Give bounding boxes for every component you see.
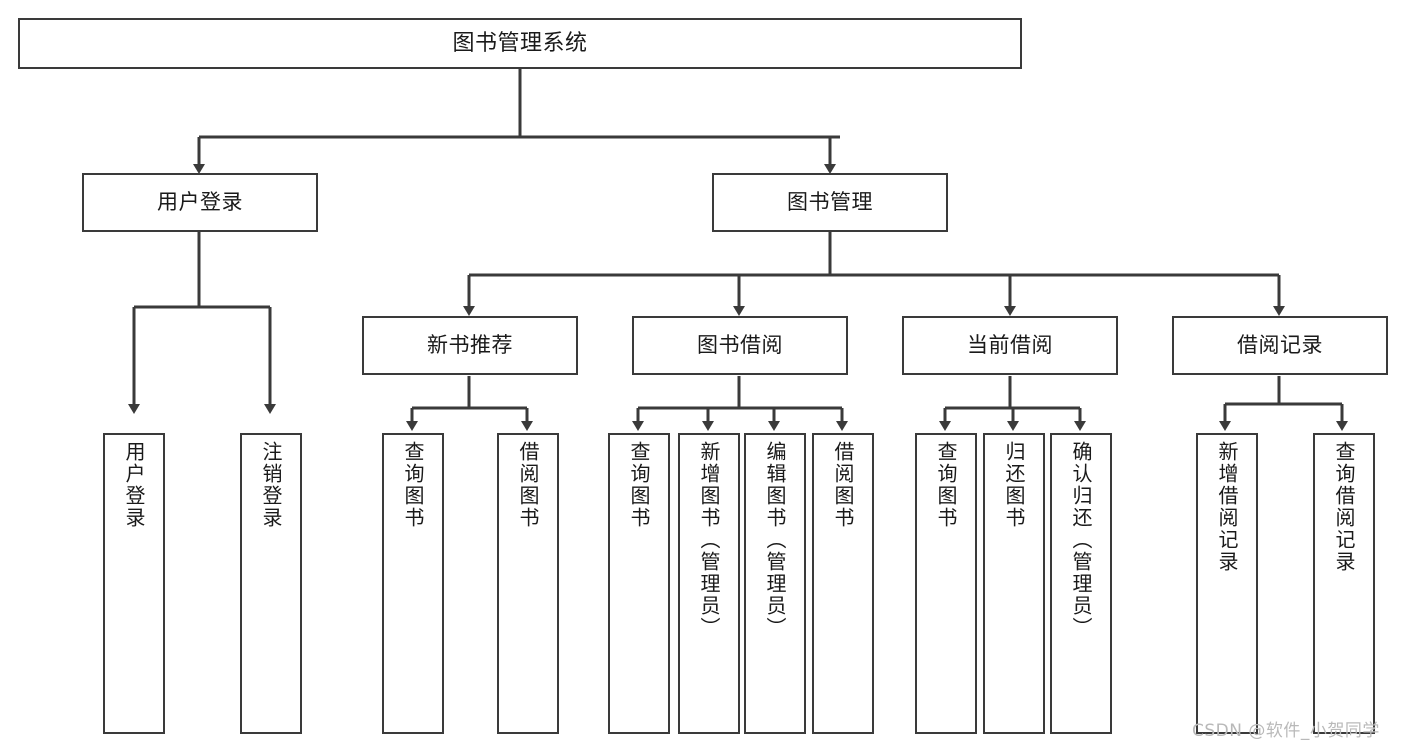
node-user-login[interactable]: 用户登录 xyxy=(82,173,318,232)
leaf-record-add[interactable]: 新增借阅记录 xyxy=(1196,433,1258,734)
node-borrow-record[interactable]: 借阅记录 xyxy=(1172,316,1388,375)
node-book-borrow[interactable]: 图书借阅 xyxy=(632,316,848,375)
leaf-borrow-borrow-book[interactable]: 借阅图书 xyxy=(812,433,874,734)
leaf-recommend-borrow-book[interactable]: 借阅图书 xyxy=(497,433,559,734)
node-current-borrow[interactable]: 当前借阅 xyxy=(902,316,1118,375)
node-label: 新增借阅记录 xyxy=(1215,441,1239,573)
leaf-borrow-edit-book[interactable]: 编辑图书（管理员） xyxy=(744,433,806,734)
leaf-recommend-query-book[interactable]: 查询图书 xyxy=(382,433,444,734)
node-label: 图书借阅 xyxy=(697,333,783,358)
node-label: 借阅记录 xyxy=(1237,333,1323,358)
node-label: 查询图书 xyxy=(401,441,425,529)
node-label: 借阅图书 xyxy=(516,441,540,529)
leaf-current-return-book[interactable]: 归还图书 xyxy=(983,433,1045,734)
node-label: 查询图书 xyxy=(627,441,651,529)
node-label: 确认归还（管理员） xyxy=(1069,441,1093,639)
node-label: 新书推荐 xyxy=(427,333,513,358)
leaf-record-query[interactable]: 查询借阅记录 xyxy=(1313,433,1375,734)
node-label: 注销登录 xyxy=(259,441,283,529)
leaf-user-logout[interactable]: 注销登录 xyxy=(240,433,302,734)
node-label: 图书管理 xyxy=(787,190,873,215)
node-new-book-recommend[interactable]: 新书推荐 xyxy=(362,316,578,375)
node-label: 查询借阅记录 xyxy=(1332,441,1356,573)
node-label: 用户登录 xyxy=(157,190,243,215)
node-label: 用户登录 xyxy=(122,441,146,529)
node-label: 当前借阅 xyxy=(967,333,1053,358)
leaf-current-confirm-return[interactable]: 确认归还（管理员） xyxy=(1050,433,1112,734)
leaf-borrow-add-book[interactable]: 新增图书（管理员） xyxy=(678,433,740,734)
node-label: 归还图书 xyxy=(1002,441,1026,529)
node-book-management[interactable]: 图书管理 xyxy=(712,173,948,232)
csdn-watermark: CSDN @软件_小贺同学 xyxy=(1192,721,1380,741)
node-root-system[interactable]: 图书管理系统 xyxy=(18,18,1022,69)
node-label: 查询图书 xyxy=(934,441,958,529)
leaf-current-query-book[interactable]: 查询图书 xyxy=(915,433,977,734)
node-label: 新增图书（管理员） xyxy=(697,441,721,639)
node-label: 图书管理系统 xyxy=(452,30,588,56)
leaf-user-login[interactable]: 用户登录 xyxy=(103,433,165,734)
node-label: 借阅图书 xyxy=(831,441,855,529)
node-label: 编辑图书（管理员） xyxy=(763,441,787,639)
leaf-borrow-query-book[interactable]: 查询图书 xyxy=(608,433,670,734)
